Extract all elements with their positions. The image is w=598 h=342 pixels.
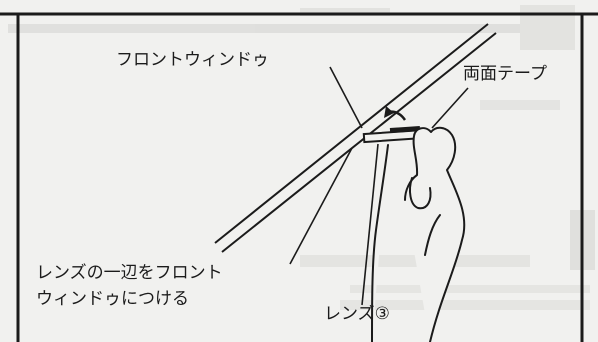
rotation-arrow [384, 106, 407, 121]
figure-frame [0, 12, 598, 342]
windshield-label: フロントウィンドゥ [116, 50, 269, 70]
instruction-line-1: レンズの一辺をフロント [36, 263, 223, 283]
hand [371, 126, 466, 342]
instruction-label: レンズの一辺をフロント ウィンドゥにつける [36, 260, 223, 312]
lens-plate [362, 125, 426, 144]
windshield-glass [214, 23, 497, 253]
double-sided-tape-label: 両面テープ [463, 64, 547, 84]
lens-label: レンズ③ [324, 304, 390, 324]
instruction-line-2: ウィンドゥにつける [36, 289, 189, 309]
leader-lines [289, 66, 469, 306]
